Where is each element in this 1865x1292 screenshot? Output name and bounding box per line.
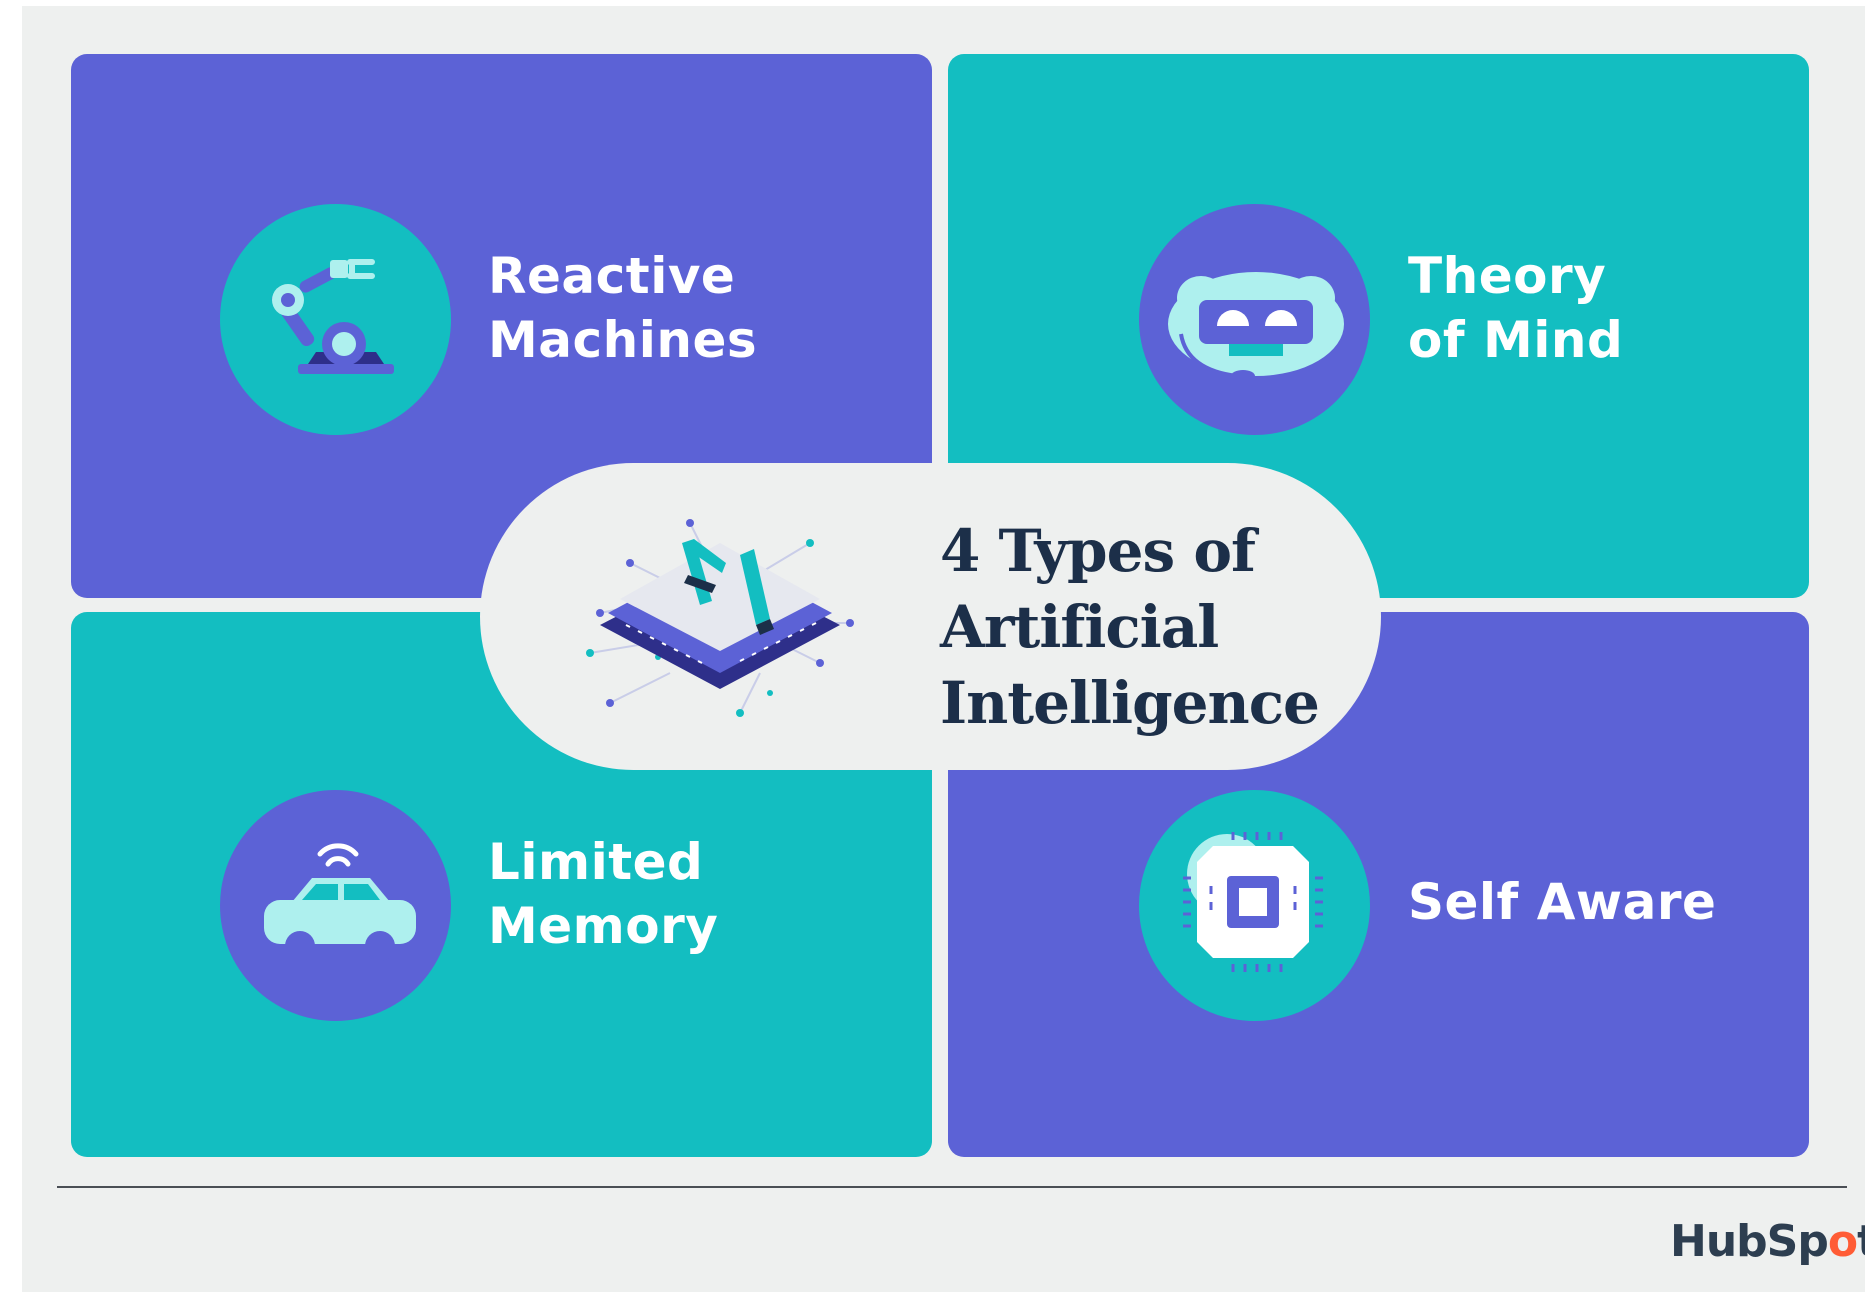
footer-divider [57, 1186, 1847, 1188]
card-reactive-machines: Reactive Machines [71, 54, 932, 598]
brand-suffix: t [1857, 1216, 1865, 1267]
brand-prefix: HubSp [1670, 1216, 1829, 1267]
robot-face-icon [1139, 204, 1370, 435]
title-pill: 4 Types of Artificial Intelligence [480, 463, 1381, 770]
card-self-aware: Self Aware [948, 612, 1809, 1157]
infographic-title: 4 Types of Artificial Intelligence [940, 517, 1320, 737]
label-theory-of-mind: Theory of Mind [1408, 247, 1624, 369]
robot-arm-icon [220, 204, 451, 435]
connected-car-icon [220, 790, 451, 1021]
processor-chip-icon [1139, 790, 1370, 1021]
ai-chip-icon [586, 519, 854, 717]
sprocket-icon: o [1827, 1216, 1858, 1267]
label-reactive-machines: Reactive Machines [488, 247, 758, 369]
label-limited-memory: Limited Memory [488, 833, 719, 955]
infographic-canvas: Reactive Machines Theory of Mind [22, 6, 1865, 1292]
hubspot-logo: HubSpot [1670, 1216, 1865, 1267]
label-self-aware: Self Aware [1408, 873, 1717, 931]
